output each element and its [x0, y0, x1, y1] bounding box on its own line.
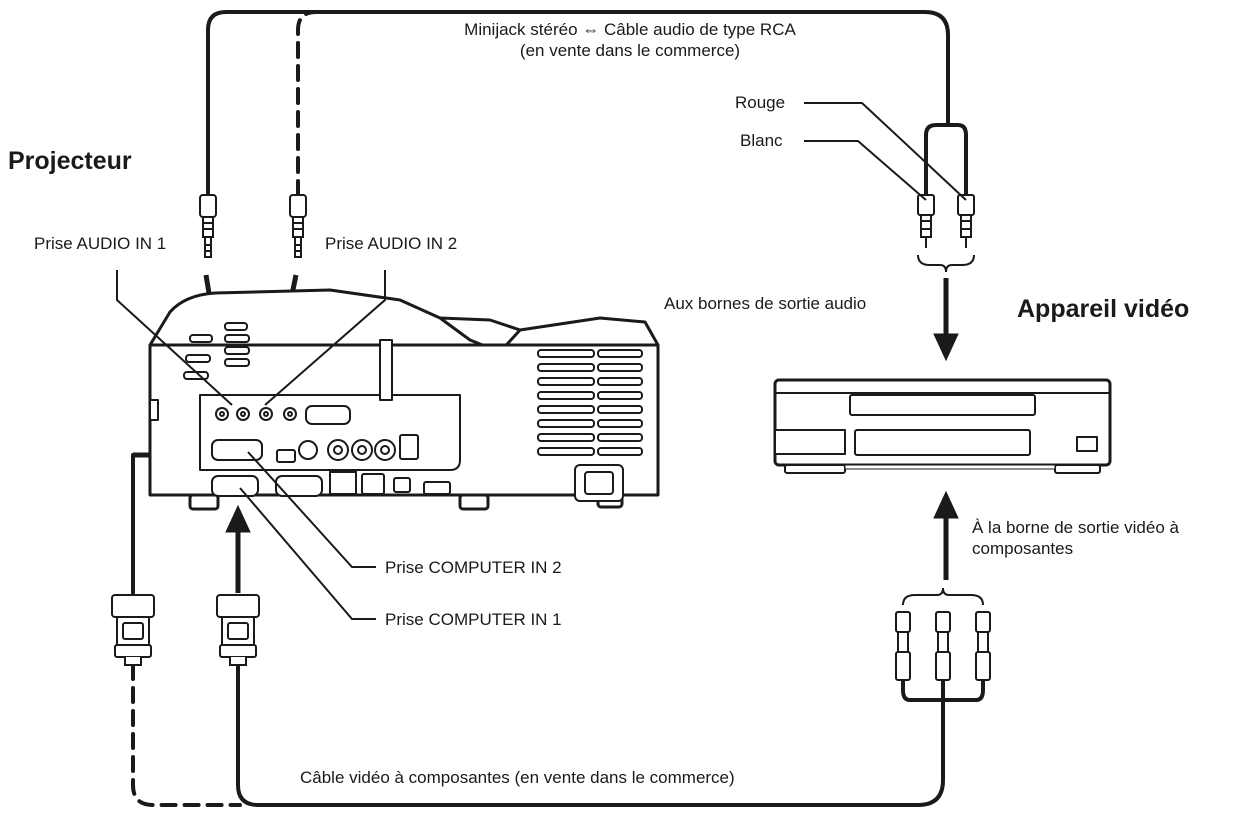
audio-out-label: Aux bornes de sortie audio [664, 294, 867, 313]
computer-in-2-label: Prise COMPUTER IN 2 [385, 558, 562, 577]
computer-in-1-label: Prise COMPUTER IN 1 [385, 610, 562, 629]
audio-cable-dashed [296, 10, 318, 197]
audio-cable-label: Minijack stéréo ⇔ Câble audio de type RC… [390, 19, 870, 61]
minijack-plug-icon [199, 194, 217, 258]
audio-cable-label-line1: Minijack stéréo ⇔ Câble audio de type RC… [464, 20, 796, 39]
minijack-plug-icon [289, 194, 307, 258]
white-label: Blanc [740, 131, 783, 150]
component-out-label: À la borne de sortie vidéo à composantes [972, 517, 1179, 559]
projector-title: Projecteur [8, 147, 132, 175]
rca-plug-icon [917, 194, 975, 248]
component-out-label-line1: À la borne de sortie vidéo à [972, 518, 1179, 537]
vga-connector-icon [111, 594, 155, 666]
component-out-label-line2: composantes [972, 539, 1074, 558]
video-player-icon [773, 378, 1112, 474]
component-cable [236, 663, 945, 807]
vga-connector-icon [216, 594, 260, 666]
rca-audio-split [924, 123, 968, 197]
rca-plug-icon [895, 611, 991, 681]
video-device-title: Appareil vidéo [1017, 295, 1190, 323]
audio-cable-loop [206, 10, 950, 197]
audio-cable-label-line2: (en vente dans le commerce) [519, 41, 741, 60]
audio-in-1-label: Prise AUDIO IN 1 [34, 234, 167, 253]
component-cable-label: Câble vidéo à composantes (en vente dans… [300, 768, 735, 787]
red-label: Rouge [735, 93, 786, 112]
audio-in-2-label: Prise AUDIO IN 2 [325, 234, 458, 253]
